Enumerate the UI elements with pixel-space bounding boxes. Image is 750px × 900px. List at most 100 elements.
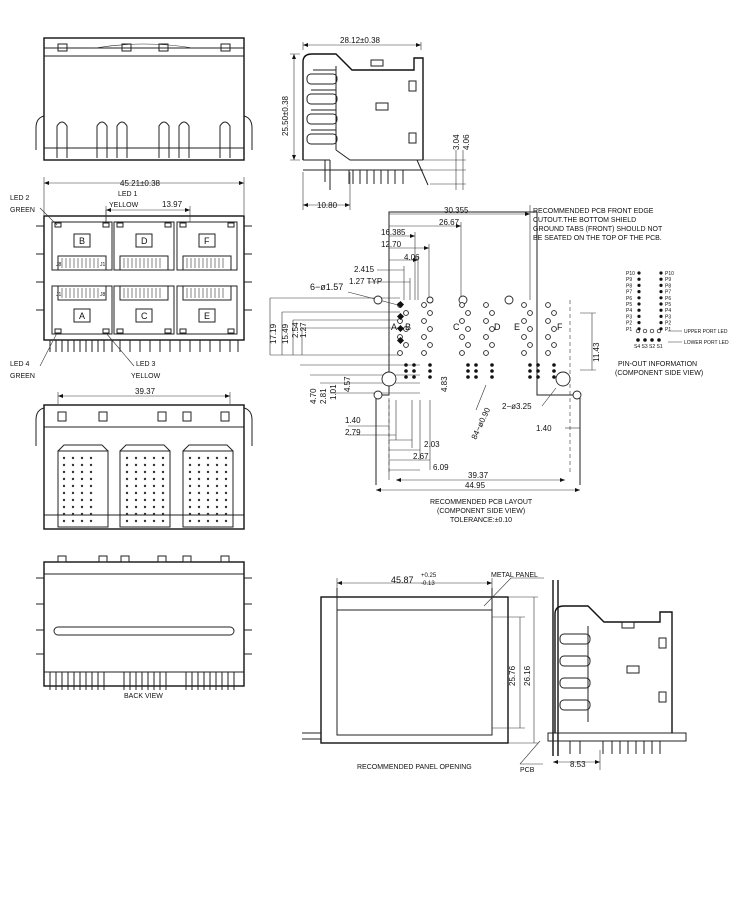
pcb-layout: 30.355 26.67 16.385 12.70 4.06 2.415 1.2… — [269, 205, 663, 524]
pcb-hole-filled — [552, 369, 556, 373]
pin-dot — [215, 505, 219, 509]
dim-pcb-4-06: 4.06 — [404, 253, 420, 262]
pcb-hole — [545, 302, 551, 308]
pcb-hole-filled — [466, 363, 470, 367]
led1-label: LED 1 — [118, 191, 138, 198]
pin-label-right: P7 — [665, 290, 671, 296]
pinout-bottom-row: S4 S3 S2 S1 — [634, 344, 663, 350]
pin-label-right: P6 — [665, 296, 671, 302]
bottom-view: 39.37 — [35, 387, 253, 530]
pin-dot — [206, 491, 210, 495]
pin-dot — [197, 491, 201, 495]
pin-dot — [197, 484, 201, 488]
pcb-hole-filled — [428, 363, 432, 367]
top-view — [35, 37, 253, 161]
pcb-hole-filled — [474, 369, 478, 373]
pin-dot — [80, 463, 84, 467]
pin-dot-right — [659, 308, 663, 312]
dim-pcb-holes-6: 6−ø1.57 — [310, 282, 343, 292]
pcb-hole — [459, 302, 465, 308]
pcb-port-d: D — [494, 322, 501, 332]
pin-dot — [80, 519, 84, 523]
pcb-led-pad — [396, 336, 405, 345]
pin-dot — [215, 470, 219, 474]
pcb-hole — [427, 342, 433, 348]
pin-dot — [62, 498, 66, 502]
port-j1a-label: J1 — [100, 262, 106, 268]
pin-dot — [125, 491, 129, 495]
pcb-note-line4: BE SEATED ON THE TOP OF THE PCB. — [533, 235, 662, 242]
led-pin-upper — [649, 328, 655, 334]
pin-dot — [89, 491, 93, 495]
dim-pcb-6-09: 6.09 — [433, 463, 449, 472]
pin-dot — [152, 519, 156, 523]
pin-dot — [80, 505, 84, 509]
pcb-hole — [421, 318, 427, 324]
pcb-hole — [527, 342, 533, 348]
pcb-led-pad — [396, 300, 405, 309]
pin-label-right: P3 — [665, 314, 671, 320]
pin-dot — [188, 505, 192, 509]
pin-dot — [71, 484, 75, 488]
pin-dot — [224, 491, 228, 495]
panel-height-25-76: 25.76 — [508, 665, 517, 686]
pin-dot — [62, 519, 66, 523]
dim-pcb-1-27-typ: 1.27 TYP — [349, 277, 382, 286]
pcb-hole — [465, 310, 471, 316]
pin-dot — [224, 477, 228, 481]
pin-dot-left — [637, 277, 641, 281]
pin-dot — [224, 456, 228, 460]
upper-port-led-label: UPPER PORT LED — [684, 329, 728, 335]
led-pin-lower — [657, 338, 661, 342]
pin-dot — [152, 456, 156, 460]
pcb-hole — [483, 350, 489, 356]
pin-dot — [161, 519, 165, 523]
pin-dot — [143, 477, 147, 481]
pin-label-right: P4 — [665, 308, 671, 314]
pin-dot-left — [637, 302, 641, 306]
pin-dot — [197, 477, 201, 481]
pin-dot — [152, 498, 156, 502]
pcb-hole — [489, 310, 495, 316]
pin-dot — [224, 512, 228, 516]
pin-dot — [197, 512, 201, 516]
dim-10-80: 10.80 — [317, 201, 338, 210]
pin-dot — [206, 470, 210, 474]
pin-dot — [80, 491, 84, 495]
pin-dot — [215, 512, 219, 516]
pin-dot — [188, 519, 192, 523]
pin-dot — [215, 484, 219, 488]
pin-dot — [197, 470, 201, 474]
pcb-caption-1: RECOMMENDED PCB LAYOUT — [430, 499, 533, 506]
pin-dot — [152, 491, 156, 495]
pin-dot — [215, 491, 219, 495]
pin-dot — [224, 463, 228, 467]
pin-dot — [206, 456, 210, 460]
pin-dot — [143, 484, 147, 488]
pcb-hole — [465, 326, 471, 332]
pcb-hole-grid — [396, 300, 557, 379]
pin-label-right: P8 — [665, 283, 671, 289]
pcb-label: PCB — [520, 767, 535, 774]
pcb-hole-filled — [536, 375, 540, 379]
pcb-hole — [489, 342, 495, 348]
pin-dot — [125, 477, 129, 481]
pcb-hole — [489, 326, 495, 332]
dim-pcb-30-355: 30.355 — [444, 206, 469, 215]
pin-dot-right — [659, 271, 663, 275]
pin-dot — [215, 477, 219, 481]
pcb-hole-filled — [552, 363, 556, 367]
pin-dot — [197, 456, 201, 460]
pin-dot — [134, 491, 138, 495]
pcb-hole-filled — [466, 369, 470, 373]
pin-dot — [71, 456, 75, 460]
pcb-hole — [551, 326, 557, 332]
dim-pcb-17-19: 17.19 — [269, 323, 278, 344]
led-pin-upper — [635, 328, 641, 334]
pcb-note-line2: CUTOUT.THE BOTTOM SHIELD — [533, 217, 636, 224]
pin-dot-right — [659, 327, 663, 331]
dim-pcb-1-27: 1.27 — [299, 322, 308, 338]
pin-dot-left — [637, 327, 641, 331]
dim-pcb-84-holes: 84−ø0.90 — [470, 406, 493, 441]
